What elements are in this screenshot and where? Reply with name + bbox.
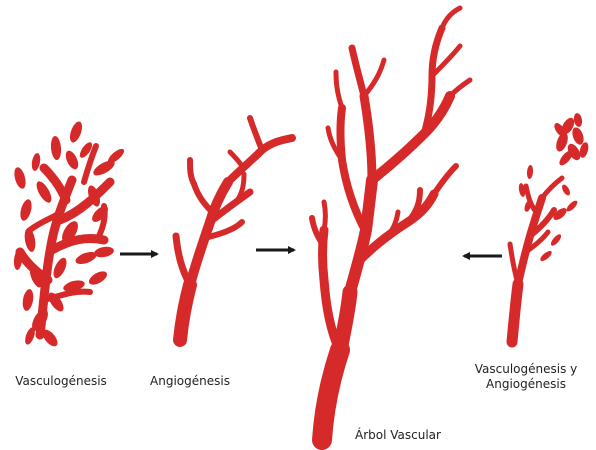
label-vasculogenesis: Vasculogénesis	[6, 374, 116, 389]
label-combined-line1: Vasculogénesis y	[458, 362, 594, 377]
label-combined: Vasculogénesis y Angiogénesis	[458, 362, 594, 392]
label-combined-line2: Angiogénesis	[458, 377, 594, 392]
label-angiogenesis: Angiogénesis	[140, 374, 240, 389]
label-vasculogenesis-text: Vasculogénesis	[6, 374, 116, 389]
vasculogenesis-cell-cluster	[12, 120, 126, 349]
combined-vessel	[510, 112, 590, 342]
label-angiogenesis-text: Angiogénesis	[140, 374, 240, 389]
label-vascular-tree-text: Árbol Vascular	[338, 428, 458, 443]
label-vascular-tree: Árbol Vascular	[338, 428, 458, 443]
vascular-tree	[312, 8, 470, 440]
angiogenesis-vessel	[176, 118, 292, 340]
